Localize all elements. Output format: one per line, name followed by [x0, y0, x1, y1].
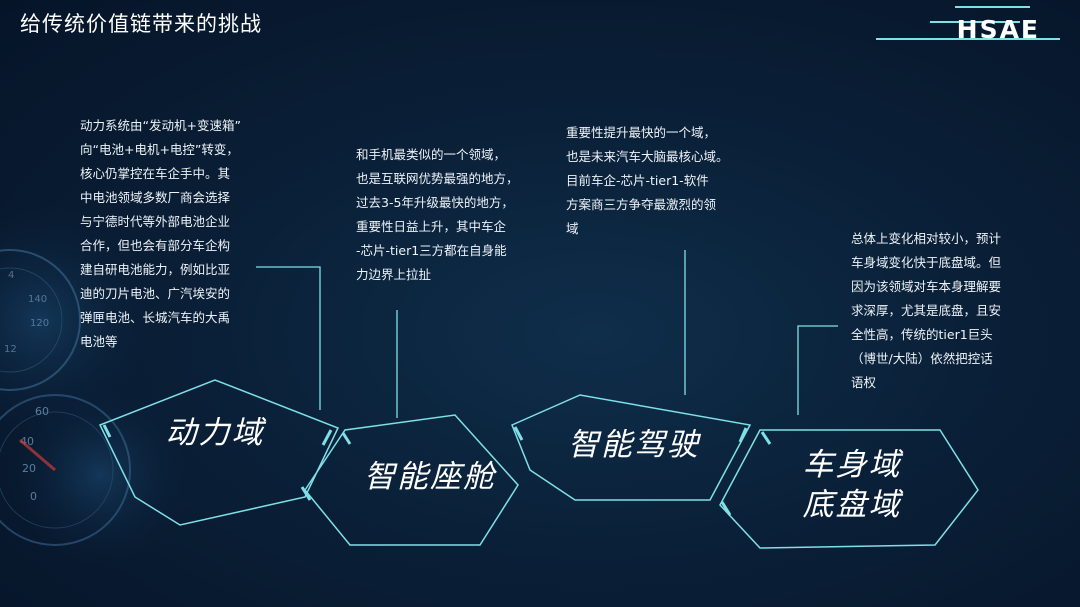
- cockpit-domain-description: 和手机最类似的一个领域， 也是互联网优势最强的地方， 过去3-5年升级最快的地方…: [356, 147, 519, 282]
- body-chassis-domain-label: 车身域 底盘域: [802, 447, 902, 523]
- gauge-tick: 120: [30, 318, 49, 329]
- hexagon-body-chassis-domain: [719, 429, 979, 549]
- driving-domain-description: 重要性提升最快的一个域， 也是未来汽车大脑最核心域。 目前车企-芯片-tier1…: [566, 125, 729, 236]
- driving-domain-label: 智能驾驶: [568, 427, 700, 463]
- gauge-tick: 140: [28, 294, 47, 305]
- gauge-tick: 0: [30, 490, 37, 503]
- logo-streaks: [876, 6, 1060, 40]
- company-logo: HSAE: [956, 15, 1040, 44]
- gauge-tick: 20: [22, 462, 36, 475]
- body-chassis-domain-description: 总体上变化相对较小，预计 车身域变化快于底盘域。但 因为该领域对车本身理解要 求…: [851, 231, 1002, 390]
- gauge-tick: 12: [4, 344, 17, 355]
- power-domain-description: 动力系统由“发动机+变速箱” 向“电池+电机+电控”转变， 核心仍掌控在车企手中…: [80, 118, 241, 349]
- gauge-tick: 60: [35, 405, 49, 418]
- gauge-tick: 4: [8, 270, 14, 281]
- power-domain-label: 动力域: [165, 415, 265, 451]
- hexagon-power-domain: [98, 379, 340, 526]
- hexagon-cockpit-domain: [304, 414, 519, 546]
- page-title: 给传统价值链带来的挑战: [20, 12, 262, 36]
- hexagon-driving-domain: [511, 394, 752, 501]
- cockpit-domain-label: 智能座舱: [364, 459, 496, 495]
